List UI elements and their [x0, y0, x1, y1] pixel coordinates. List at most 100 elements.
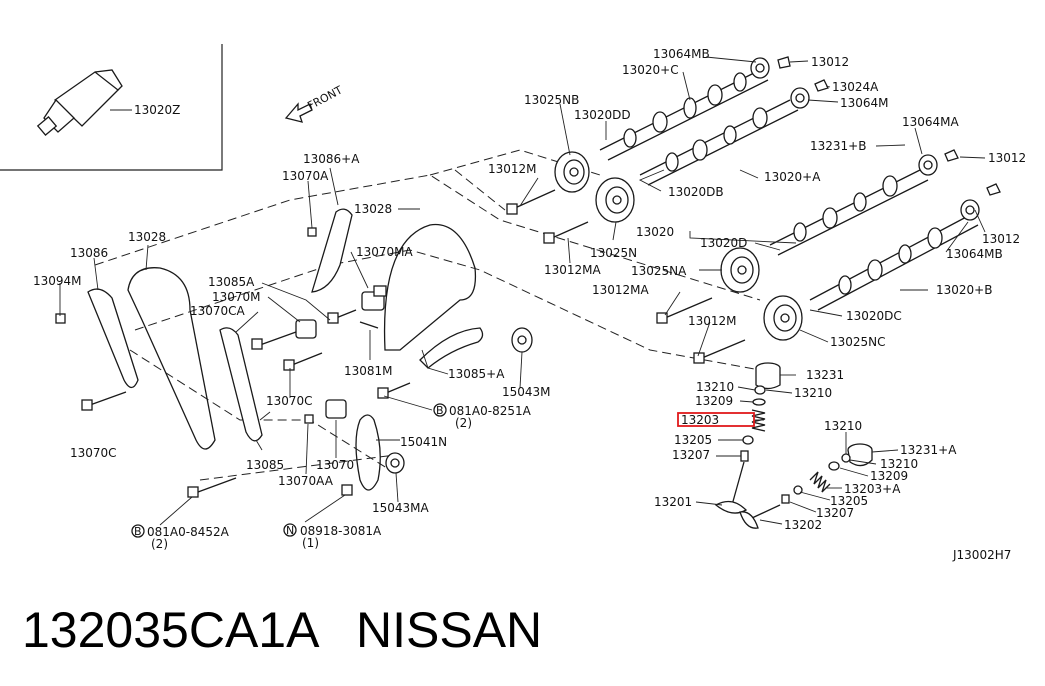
cam-sprocket-13025N — [595, 177, 635, 223]
label-13203A: 13203+A — [844, 482, 901, 496]
label-13210-d: 13210 — [880, 457, 918, 471]
label-13094M: 13094M — [33, 274, 82, 288]
circle-n-icon: N — [286, 524, 294, 537]
seal-13205-r — [793, 485, 803, 495]
valve-spring-13203 — [751, 409, 766, 432]
engine-outline-dashed — [94, 149, 761, 481]
label-13028-left: 13028 — [128, 230, 166, 244]
label-13020DB: 13020DB — [668, 185, 724, 199]
circle-b-icon: B — [436, 404, 444, 417]
highlight-box-13203 — [677, 412, 755, 427]
label-13012-right: 13012 — [988, 151, 1026, 165]
sprocket-15043M — [511, 327, 533, 353]
label-13086: 13086 — [70, 246, 108, 260]
valve-train-left — [714, 362, 781, 514]
label-081A0-8251A-qty: (2) — [455, 416, 472, 430]
chain-15041N — [355, 414, 381, 491]
label-13012MA-b: 13012MA — [592, 283, 650, 297]
camshaft-13020 — [769, 169, 929, 256]
label-13231A: 13231+A — [900, 443, 957, 457]
label-13064M: 13064M — [840, 96, 889, 110]
valve-13201 — [714, 461, 748, 514]
label-13070A: 13070A — [282, 169, 329, 183]
label-13210-a: 13210 — [696, 380, 734, 394]
label-13209-b: 13209 — [870, 469, 908, 483]
label-13231B: 13231+B — [810, 139, 866, 153]
sealant-tube-icon — [36, 69, 123, 137]
label-13025NC: 13025NC — [830, 335, 886, 349]
seal-13205 — [742, 435, 754, 445]
label-13012MA-a: 13012MA — [544, 263, 602, 277]
label-13201: 13201 — [654, 495, 692, 509]
label-13205-b: 13205 — [830, 494, 868, 508]
footer-part-number: 132035CA1A — [22, 602, 320, 658]
label-13020DD: 13020DD — [574, 108, 631, 122]
label-13209-a: 13209 — [695, 394, 733, 408]
label-13024A: 13024A — [832, 80, 879, 94]
label-13070: 13070 — [316, 458, 354, 472]
label-13025N: 13025N — [590, 246, 637, 260]
label-13231: 13231 — [806, 368, 844, 382]
leader-lines — [59, 56, 986, 526]
retainer-13210-r — [841, 453, 851, 463]
label-13085: 13085 — [246, 458, 284, 472]
label-13012M-b: 13012M — [688, 314, 737, 328]
chain-guide-13086A — [311, 208, 353, 293]
label-08918-3081A: 08918-3081A — [300, 524, 382, 538]
label-13085A2: 13085+A — [448, 367, 505, 381]
label-13020: 13020 — [636, 225, 674, 239]
label-13012-r2: 13012 — [982, 232, 1020, 246]
label-13203-highlighted: 13203 — [681, 413, 719, 427]
label-13020D: 13020D — [700, 236, 747, 250]
callout-081A0-8251A: B 081A0-8251A (2) — [433, 403, 532, 430]
label-13210-c: 13210 — [824, 419, 862, 433]
label-13020C: 13020+C — [622, 63, 679, 77]
tensioner-arm-13085 — [219, 327, 263, 442]
label-front: FRONT — [305, 83, 345, 112]
label-13020B: 13020+B — [936, 283, 992, 297]
part-labels: 13064MB 13012 13020+C 13024A 13025NB 130… — [33, 47, 1026, 562]
tensioner-13070MA — [361, 285, 387, 311]
bolts-left-group — [55, 227, 411, 498]
chain-guide-13086 — [87, 288, 139, 389]
label-13207-a: 13207 — [672, 448, 710, 462]
lifter-13231 — [755, 362, 781, 390]
guide-13207 — [740, 450, 749, 462]
cam-sprocket-13025NA — [720, 247, 760, 293]
guide-13207-r — [781, 494, 790, 504]
label-13025NB: 13025NB — [524, 93, 579, 107]
sprocket-15043MA — [385, 452, 405, 474]
tensioner-13070M — [251, 319, 317, 350]
spring-seat-13209-r — [828, 461, 840, 471]
sprocket-13064M — [790, 87, 810, 109]
label-13070AA: 13070AA — [278, 474, 334, 488]
cap-13012-small — [777, 56, 1001, 196]
valve-13202 — [739, 504, 781, 529]
callout-081A0-8452A: B 081A0-8452A (2) — [131, 524, 230, 551]
label-13064MB-right: 13064MB — [946, 247, 1003, 261]
label-13202: 13202 — [784, 518, 822, 532]
label-13025NA: 13025NA — [631, 264, 687, 278]
label-15041N: 15041N — [400, 435, 447, 449]
callout-08918-3081A: N 08918-3081A (1) — [283, 523, 382, 550]
label-15043MA: 15043MA — [372, 501, 430, 515]
label-13207-b: 13207 — [816, 506, 854, 520]
sprocket-13064MB-right — [960, 199, 980, 221]
label-13028-top: 13028 — [354, 202, 392, 216]
label-13210-b: 13210 — [794, 386, 832, 400]
bolt-13012MA-b — [656, 297, 713, 324]
footer-brand: NISSAN — [356, 602, 542, 658]
label-13020A: 13020+A — [764, 170, 821, 184]
label-13070C-b: 13070C — [70, 446, 117, 460]
bolt-13012MA-a — [543, 221, 589, 244]
retainer-13210 — [754, 385, 766, 395]
label-081A0-8452A: 081A0-8452A — [147, 525, 230, 539]
valve-train-right — [739, 443, 873, 529]
label-13064MB-top: 13064MB — [653, 47, 710, 61]
label-15043M: 15043M — [502, 385, 551, 399]
sprocket-13064MB — [750, 57, 770, 79]
camshaft-13020C — [599, 69, 769, 161]
label-13205-a: 13205 — [674, 433, 712, 447]
label-13012M-a: 13012M — [488, 162, 537, 176]
cam-sprocket-13025NC — [763, 295, 803, 341]
